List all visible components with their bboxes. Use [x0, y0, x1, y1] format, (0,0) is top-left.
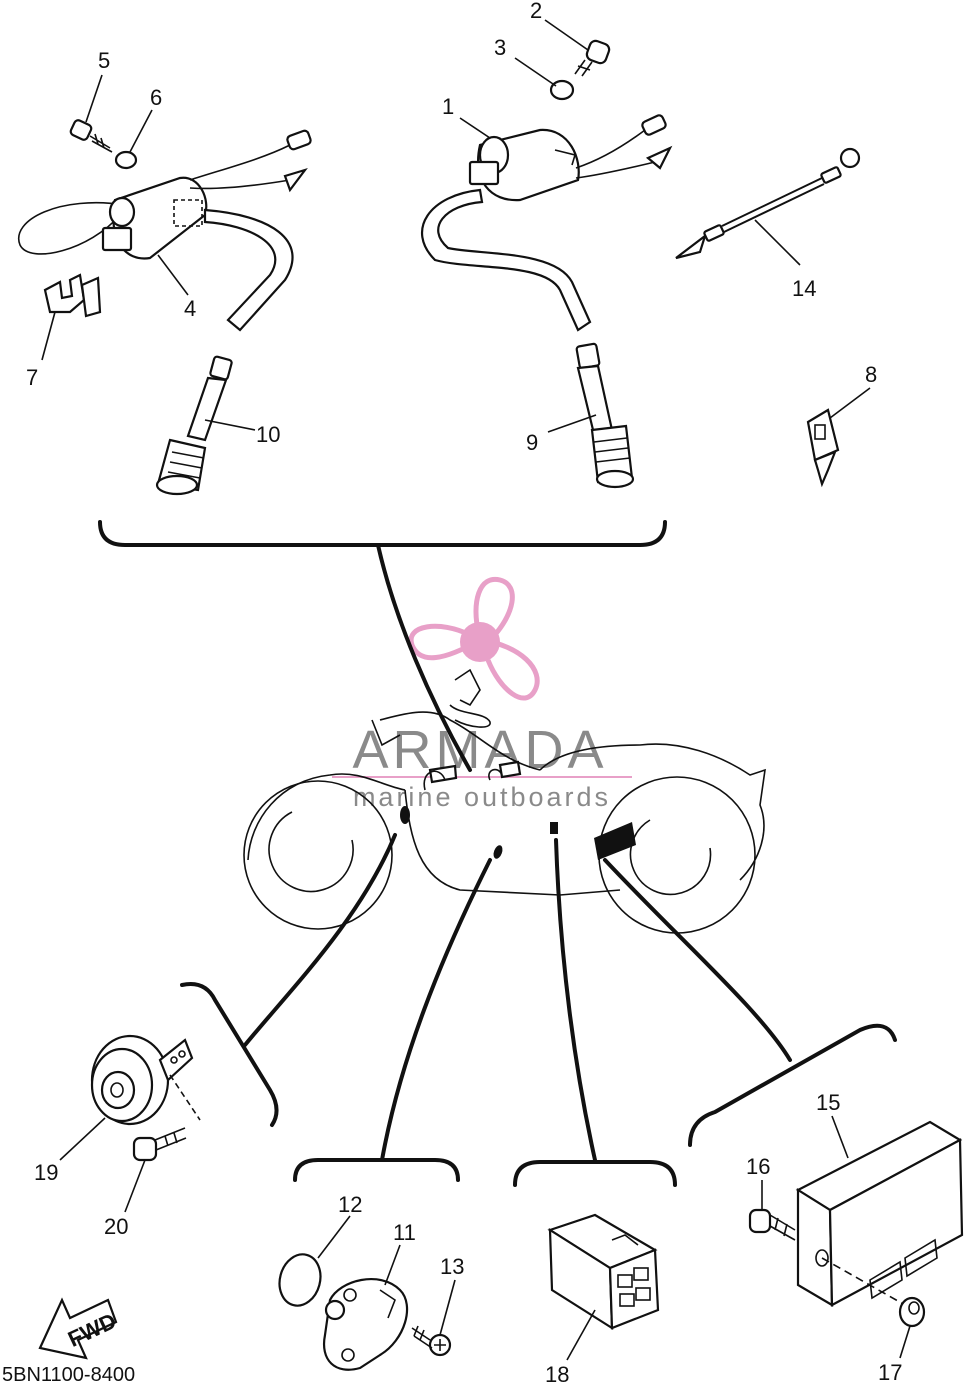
bolt-20 — [132, 1127, 187, 1162]
part-label-10: 10 — [256, 422, 280, 447]
part-label-7: 7 — [26, 365, 38, 390]
regulator-15 — [795, 1120, 964, 1307]
horn-19 — [90, 1034, 201, 1126]
part-label-5: 5 — [98, 48, 110, 73]
leader-line-relay — [554, 838, 597, 1162]
part-label-18: 18 — [545, 1362, 569, 1384]
leader-line-top-group — [376, 543, 472, 772]
part-label-12: 12 — [338, 1192, 362, 1217]
washer-3 — [549, 79, 575, 101]
part-label-20: 20 — [104, 1214, 128, 1239]
sensor-11 — [322, 1278, 409, 1371]
clip-8 — [806, 408, 840, 488]
part-label-19: 19 — [34, 1160, 58, 1185]
part-label-6: 6 — [150, 85, 162, 110]
washer-6 — [114, 150, 138, 170]
bracket-horn — [180, 982, 279, 1127]
part-label-3: 3 — [494, 35, 506, 60]
bolt-16 — [748, 1208, 796, 1241]
screw-13 — [411, 1325, 452, 1357]
part-label-2: 2 — [530, 0, 542, 23]
armada-watermark: ARMADA marine outboards — [332, 576, 632, 812]
clamp-7 — [43, 273, 102, 318]
bracket-relay — [513, 1160, 677, 1187]
bolt-5 — [69, 119, 113, 153]
nut-17 — [898, 1296, 926, 1328]
part-label-11: 11 — [393, 1220, 416, 1245]
leader-line-regulator — [603, 858, 792, 1062]
part-label-14: 14 — [792, 276, 816, 301]
part-label-17: 17 — [878, 1360, 902, 1384]
part-number-labels: 1 2 3 4 5 6 7 8 9 10 11 12 13 14 15 16 1… — [26, 0, 902, 1384]
part-label-15: 15 — [816, 1090, 840, 1115]
lead-wire-14 — [675, 147, 861, 260]
leader-line-horn — [243, 833, 397, 1047]
bracket-regulator — [688, 1023, 897, 1147]
part-label-8: 8 — [865, 362, 877, 387]
part-label-16: 16 — [746, 1154, 770, 1179]
forward-arrow-icon: FWD — [38, 1297, 120, 1360]
part-label-4: 4 — [184, 296, 196, 321]
watermark-brand: ARMADA — [352, 720, 607, 780]
plug-cap-9 — [575, 342, 635, 489]
motorcycle-outline — [243, 668, 766, 934]
bolt-2 — [574, 39, 611, 77]
ignition-coil-left — [17, 129, 312, 332]
part-label-9: 9 — [526, 430, 538, 455]
diagram-code: 5BN1100-8400 — [2, 1364, 135, 1384]
relay-18 — [547, 1213, 660, 1331]
leader-line-sensor — [380, 858, 492, 1162]
plug-cap-10 — [155, 355, 233, 496]
part-label-1: 1 — [442, 94, 454, 119]
top-group-bracket — [98, 520, 667, 547]
o-ring-12 — [278, 1253, 322, 1307]
callout-leaders — [41, 19, 911, 1361]
bracket-sensor — [293, 1158, 460, 1182]
propeller-logo-icon — [408, 576, 540, 701]
ignition-coil-right — [421, 114, 673, 332]
part-label-13: 13 — [440, 1254, 464, 1279]
